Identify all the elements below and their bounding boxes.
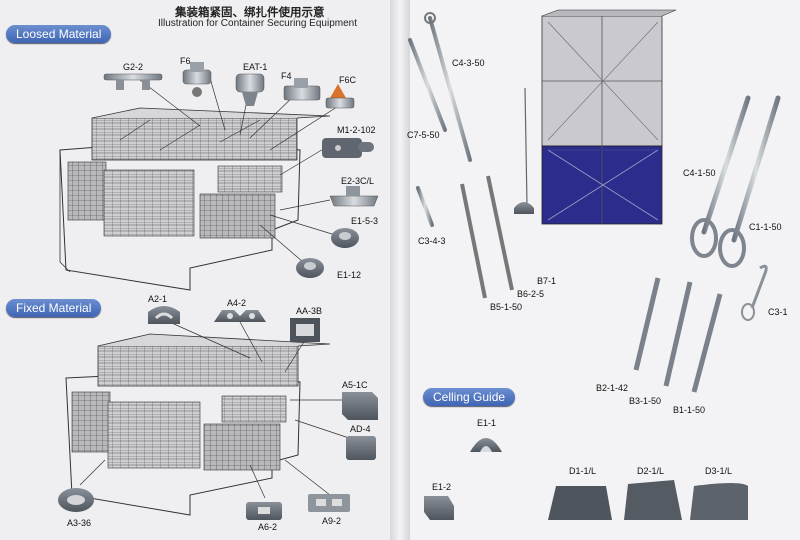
part-c3-1-icon xyxy=(741,264,768,321)
part-a6-2-icon xyxy=(246,502,282,520)
turnbuckle-b1-1-50-icon xyxy=(691,293,723,393)
label-e1-5-3: E1-5-3 xyxy=(351,216,379,226)
label-m1-2-102: M1-2-102 xyxy=(337,125,376,135)
label-a4-2: A4-2 xyxy=(227,298,247,308)
label-e1-1: E1-1 xyxy=(477,418,497,428)
label-a9-2: A9-2 xyxy=(322,516,342,526)
lashing-rod-c1-1-50-icon xyxy=(718,95,781,268)
part-f4-icon xyxy=(283,78,321,101)
label-e1-2: E1-2 xyxy=(432,482,452,492)
part-b7-1-icon xyxy=(514,202,534,214)
label-a5-1c: A5-1C xyxy=(342,380,368,390)
part-m1-2-102-icon xyxy=(322,138,374,158)
part-e1-12-icon xyxy=(296,258,324,278)
lashing-rod-c4-1-50-icon xyxy=(690,95,751,258)
label-b5-1-50: B5-1-50 xyxy=(490,302,523,312)
turnbuckle-b5-1-50-icon xyxy=(460,183,487,299)
part-ad-4-icon xyxy=(346,436,376,460)
part-a3-36-icon xyxy=(58,488,94,512)
label-a3-36: A3-36 xyxy=(67,518,92,528)
label-d1-1l: D1-1/L xyxy=(569,466,597,476)
part-a2-1-icon xyxy=(148,306,180,324)
section-tag-ceiling: Celling Guide xyxy=(423,388,516,406)
part-d2-1l-icon xyxy=(624,480,682,520)
label-g2-2: G2-2 xyxy=(123,62,144,72)
turnbuckle-b2-1-42-icon xyxy=(633,277,661,371)
label-d2-1l: D2-1/L xyxy=(637,466,665,476)
label-c4-1-50: C4-1-50 xyxy=(683,168,716,178)
section-tag-fixed: Fixed Material xyxy=(6,299,102,317)
label-b1-1-50: B1-1-50 xyxy=(673,405,706,415)
label-f6: F6 xyxy=(180,56,191,66)
label-c3-1: C3-1 xyxy=(768,307,788,317)
label-b7-1: B7-1 xyxy=(537,276,557,286)
part-eat-1-icon xyxy=(235,73,265,106)
label-c7-5-50: C7-5-50 xyxy=(407,130,440,140)
part-e2-3cl-icon xyxy=(329,186,379,207)
label-c1-1-50: C1-1-50 xyxy=(749,222,782,232)
part-f6-icon xyxy=(182,62,212,97)
label-ad-4: AD-4 xyxy=(350,424,371,434)
part-d3-1l-icon xyxy=(690,483,748,520)
label-a6-2: A6-2 xyxy=(258,522,278,532)
part-d1-1l-icon xyxy=(548,486,612,520)
title-chinese: 集装箱紧固、绑扎件使用示意 xyxy=(175,5,325,19)
ship-hold-loosed xyxy=(59,107,331,291)
part-aa-3b-icon xyxy=(290,318,320,342)
label-b6-2-5: B6-2-5 xyxy=(517,289,545,299)
label-f6c: F6C xyxy=(339,75,357,85)
turnbuckle-b6-2-5-icon xyxy=(486,175,514,291)
lashing-rod-c3-4-3-icon xyxy=(416,186,434,227)
container-stack xyxy=(541,9,677,225)
label-d3-1l: D3-1/L xyxy=(705,466,733,476)
section-tag-loosed: Loosed Material xyxy=(6,25,112,43)
page-gutter xyxy=(390,0,410,540)
label-eat-1: EAT-1 xyxy=(243,62,268,72)
turnbuckle-b3-1-50-icon xyxy=(663,281,693,387)
lashing-rod-c7-5-50-icon xyxy=(408,38,447,132)
part-a4-2-icon xyxy=(214,310,266,322)
label-c3-4-3: C3-4-3 xyxy=(418,236,446,246)
label-b2-1-42: B2-1-42 xyxy=(596,383,629,393)
part-e1-1-icon xyxy=(470,438,502,452)
part-f6c-icon xyxy=(325,84,355,109)
part-e1-5-3-icon xyxy=(331,228,359,248)
label-b3-1-50: B3-1-50 xyxy=(629,396,662,406)
label-e1-12: E1-12 xyxy=(337,270,362,280)
label-aa-3b: AA-3B xyxy=(296,306,323,316)
part-a9-2-icon xyxy=(308,494,350,512)
lashing-rod-c4-3-50-icon xyxy=(424,12,472,162)
lashing-rod-thin-icon xyxy=(524,87,528,206)
title-english: Illustration for Container Securing Equi… xyxy=(158,18,357,29)
label-f4: F4 xyxy=(281,71,292,81)
ship-hold-fixed xyxy=(65,333,331,516)
part-e1-2-icon xyxy=(424,496,454,520)
part-g2-2-icon xyxy=(103,73,163,90)
label-c4-3-50: C4-3-50 xyxy=(452,58,485,68)
part-a5-1c-icon xyxy=(342,392,378,420)
label-e2-3cl: E2-3C/L xyxy=(341,176,375,186)
label-a2-1: A2-1 xyxy=(148,294,168,304)
